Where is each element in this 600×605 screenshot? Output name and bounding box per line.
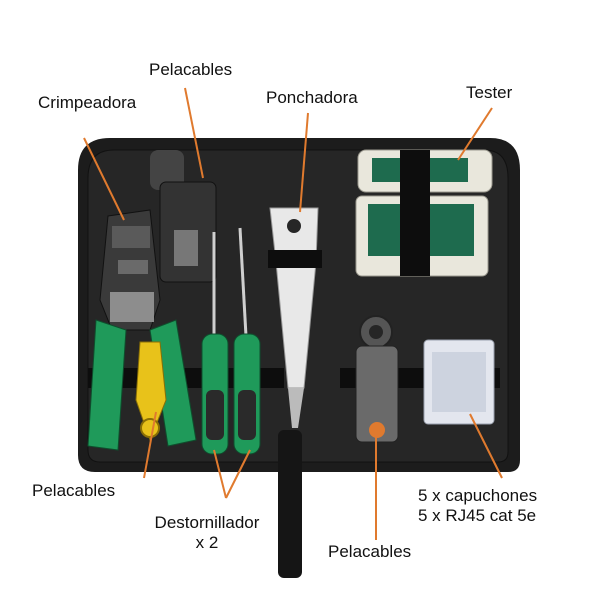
leader-destornillador-b [225, 449, 251, 499]
leader-capuchones [469, 413, 503, 479]
punch-down-tool [268, 207, 322, 428]
leader-pelacables-left [143, 411, 157, 479]
label-crimpeadora: Crimpeadora [38, 93, 137, 112]
screwdrivers [201, 227, 261, 455]
coax-cable-stripper [355, 315, 399, 443]
label-ponchadora: Ponchadora [266, 88, 358, 107]
case-strap [278, 430, 302, 578]
label-pelacables-top: Pelacables [149, 60, 233, 79]
label-destornillador-line1: Destornillador [154, 513, 260, 532]
label-tester: Tester [466, 83, 513, 102]
label-destornillador-line2: x 2 [195, 533, 219, 552]
network-tester [355, 149, 493, 277]
black-cable-stripper [150, 150, 217, 283]
leader-crimpeadora [83, 137, 125, 221]
label-destornillador: Destornillador x 2 [140, 513, 274, 553]
leader-lines [83, 87, 503, 540]
label-capuchones: 5 x capuchones 5 x RJ45 cat 5e [418, 486, 537, 526]
rj45-connectors-box [423, 339, 495, 425]
label-pelacables-left: Pelacables [32, 481, 116, 500]
label-capuchones-line2: 5 x RJ45 cat 5e [418, 506, 537, 525]
leader-ponchadora [299, 112, 309, 213]
label-pelacables-bottom: Pelacables [328, 542, 412, 561]
leader-pelacables-top [184, 87, 204, 179]
leader-destornillador-a [213, 449, 227, 499]
label-capuchones-line1: 5 x capuchones [418, 486, 538, 505]
leader-tester [457, 107, 493, 161]
